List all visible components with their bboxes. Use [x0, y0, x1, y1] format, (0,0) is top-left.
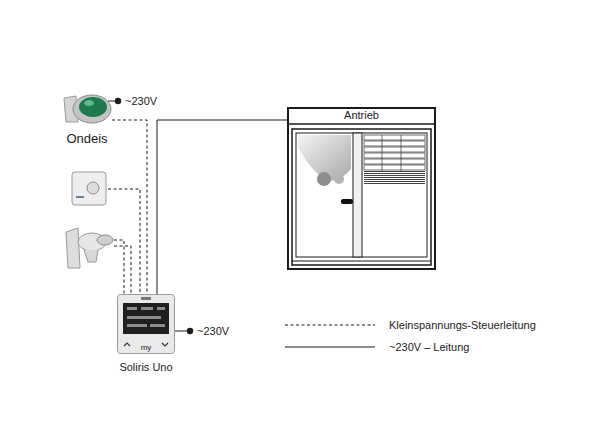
- legend-line: [285, 325, 375, 326]
- legend-sample: [285, 318, 377, 332]
- slat-divider: [401, 135, 402, 171]
- roller: [317, 172, 331, 186]
- device-screen: [123, 303, 169, 334]
- button-label: my: [141, 343, 152, 353]
- terminal-dot: [115, 98, 121, 104]
- screen-segment: [127, 324, 147, 327]
- blind-slat: [364, 175, 425, 176]
- outer-frame: [292, 129, 431, 265]
- sensor-dome: [79, 97, 107, 117]
- weather-sensor-wire: [114, 246, 131, 294]
- screen-segment: [157, 307, 165, 310]
- sensor-bracket: [66, 228, 80, 268]
- window-handle: [341, 199, 353, 204]
- legend-entry: Kleinspannungs-Steuerleitung: [285, 318, 585, 332]
- drive-window: Antrieb: [287, 107, 436, 270]
- sensor-node: Ondeis: [62, 92, 112, 126]
- slat-divider: [382, 135, 383, 171]
- voltage-label: ~230V: [197, 325, 229, 338]
- blind-slat: [364, 183, 425, 184]
- blind-slat: [364, 135, 425, 140]
- ondeis-picture: [62, 92, 112, 126]
- power-line: [157, 120, 287, 294]
- blind-slat: [364, 159, 425, 164]
- screen-segment: [141, 307, 153, 310]
- control-line: [112, 120, 147, 294]
- sensor-rim: [73, 95, 111, 123]
- blind-slat: [364, 165, 425, 170]
- blind-slat: [364, 173, 425, 174]
- screen-segment: [150, 324, 165, 327]
- blind-slat: [364, 179, 425, 180]
- legend-sample: [285, 340, 377, 354]
- sensor-arm: [84, 250, 98, 262]
- window-picture: [287, 107, 436, 270]
- legend-line: [285, 347, 375, 348]
- blind-slat: [364, 171, 425, 172]
- inner-frame: [296, 133, 427, 257]
- up-button: [124, 343, 130, 346]
- screen-segment: [127, 316, 161, 319]
- sensor-head: [97, 235, 113, 245]
- blind-slat: [364, 177, 425, 178]
- thermostat-body: [72, 172, 106, 205]
- box-title: Antrieb: [287, 107, 436, 124]
- blind-slat: [364, 141, 425, 146]
- weather-sensor-wire: [114, 240, 124, 294]
- brand-logo: [141, 297, 151, 300]
- blind-slat: [364, 181, 425, 182]
- sill-line: [292, 261, 431, 262]
- thermostat-logo: [76, 196, 84, 198]
- blind-slat: [364, 153, 425, 158]
- device-name: Ondeis: [66, 132, 107, 146]
- window-housing: [288, 108, 435, 269]
- legend-text: Kleinspannungs-Steuerleitung: [389, 318, 536, 332]
- blind-slat: [364, 147, 425, 152]
- mullion: [353, 133, 362, 257]
- roller: [334, 174, 344, 184]
- legend-text: ~230V – Leitung: [389, 340, 469, 354]
- screen-segment: [127, 307, 137, 310]
- room-thermostat: [72, 172, 106, 205]
- device-name: Soliris Uno: [119, 360, 172, 374]
- terminal-dot: [187, 328, 193, 334]
- dome-highlight: [84, 100, 94, 106]
- legend-entry: ~230V – Leitung: [285, 340, 585, 354]
- voltage-label: ~230V: [125, 95, 157, 108]
- down-button: [162, 343, 168, 346]
- thermostat-dial: [87, 182, 99, 194]
- title-rule: [288, 123, 435, 125]
- device-frame: [118, 295, 175, 354]
- weather-sensor: [66, 228, 113, 268]
